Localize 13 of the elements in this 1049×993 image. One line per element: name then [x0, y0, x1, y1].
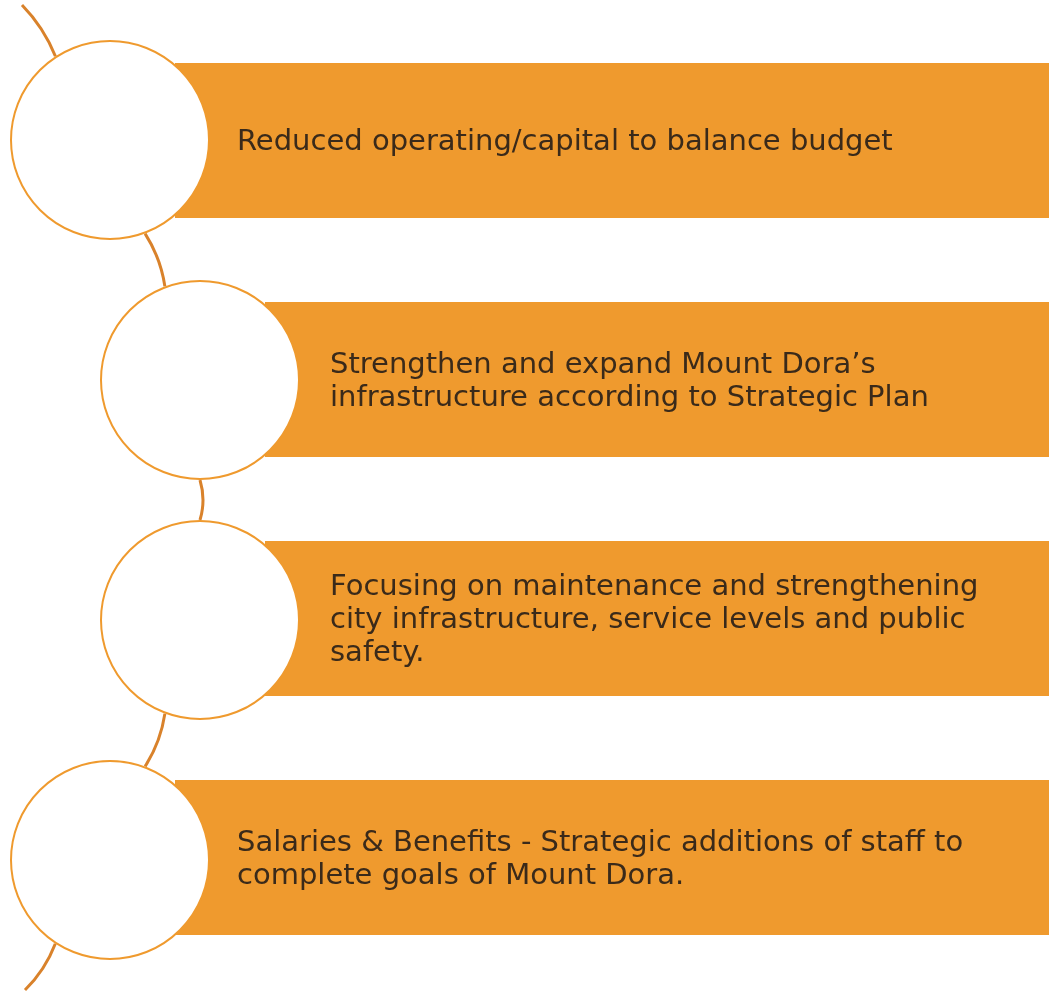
- connector-line: [143, 713, 167, 768]
- banner-band: [265, 302, 1049, 457]
- banner-band: [265, 541, 1049, 696]
- connector-line: [20, 3, 57, 57]
- connector-line: [23, 943, 57, 992]
- band-text: Salaries & Benefits - Strategic additions of staff to complete goals of Mount Dora.: [237, 824, 965, 891]
- band-text: Strengthen and expand Mount Dora’s infrastructure according to Strategic Plan: [330, 346, 930, 413]
- band-text: Focusing on maintenance and strengthening city infrastructure, service levels and public safety.: [330, 569, 980, 668]
- connector-line: [198, 479, 205, 521]
- banner-band: [175, 780, 1049, 935]
- banner-band: [175, 63, 1049, 218]
- band-text: Reduced operating/capital to balance budget: [237, 124, 893, 157]
- connector-line: [143, 232, 167, 287]
